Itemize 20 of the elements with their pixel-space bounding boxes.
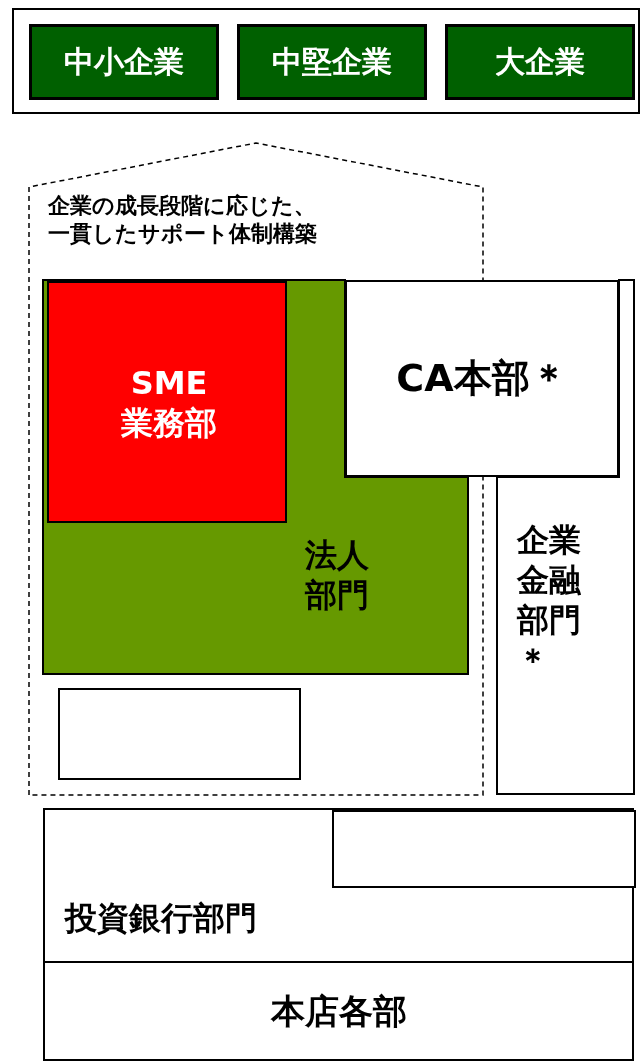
- company-box: [58, 688, 301, 780]
- segment-label: [237, 24, 427, 100]
- department-box: [43, 961, 634, 1061]
- department-box: [47, 281, 287, 523]
- node-label: 投資銀行部門: [65, 898, 258, 938]
- node-label: 中小企業: [63, 43, 185, 81]
- segment-label: [29, 24, 219, 100]
- company-box: [332, 810, 636, 888]
- department-box: [43, 808, 634, 963]
- node-label: CA本部＊: [395, 354, 569, 402]
- node-label: 本店各部: [269, 989, 408, 1033]
- segment-label: [445, 24, 635, 100]
- node-label: 中堅企業: [271, 43, 393, 81]
- node-label: 企業金融部門＊: [517, 520, 582, 680]
- node-label: 企業の成長段階に応じた、一貫したサポート体制構築: [48, 192, 318, 247]
- node-label: SME業務部: [120, 363, 218, 443]
- node-label: 法人部門: [305, 535, 370, 615]
- node-label: 大企業: [494, 43, 586, 81]
- department-box: [345, 280, 619, 477]
- segment-panel: [12, 8, 640, 114]
